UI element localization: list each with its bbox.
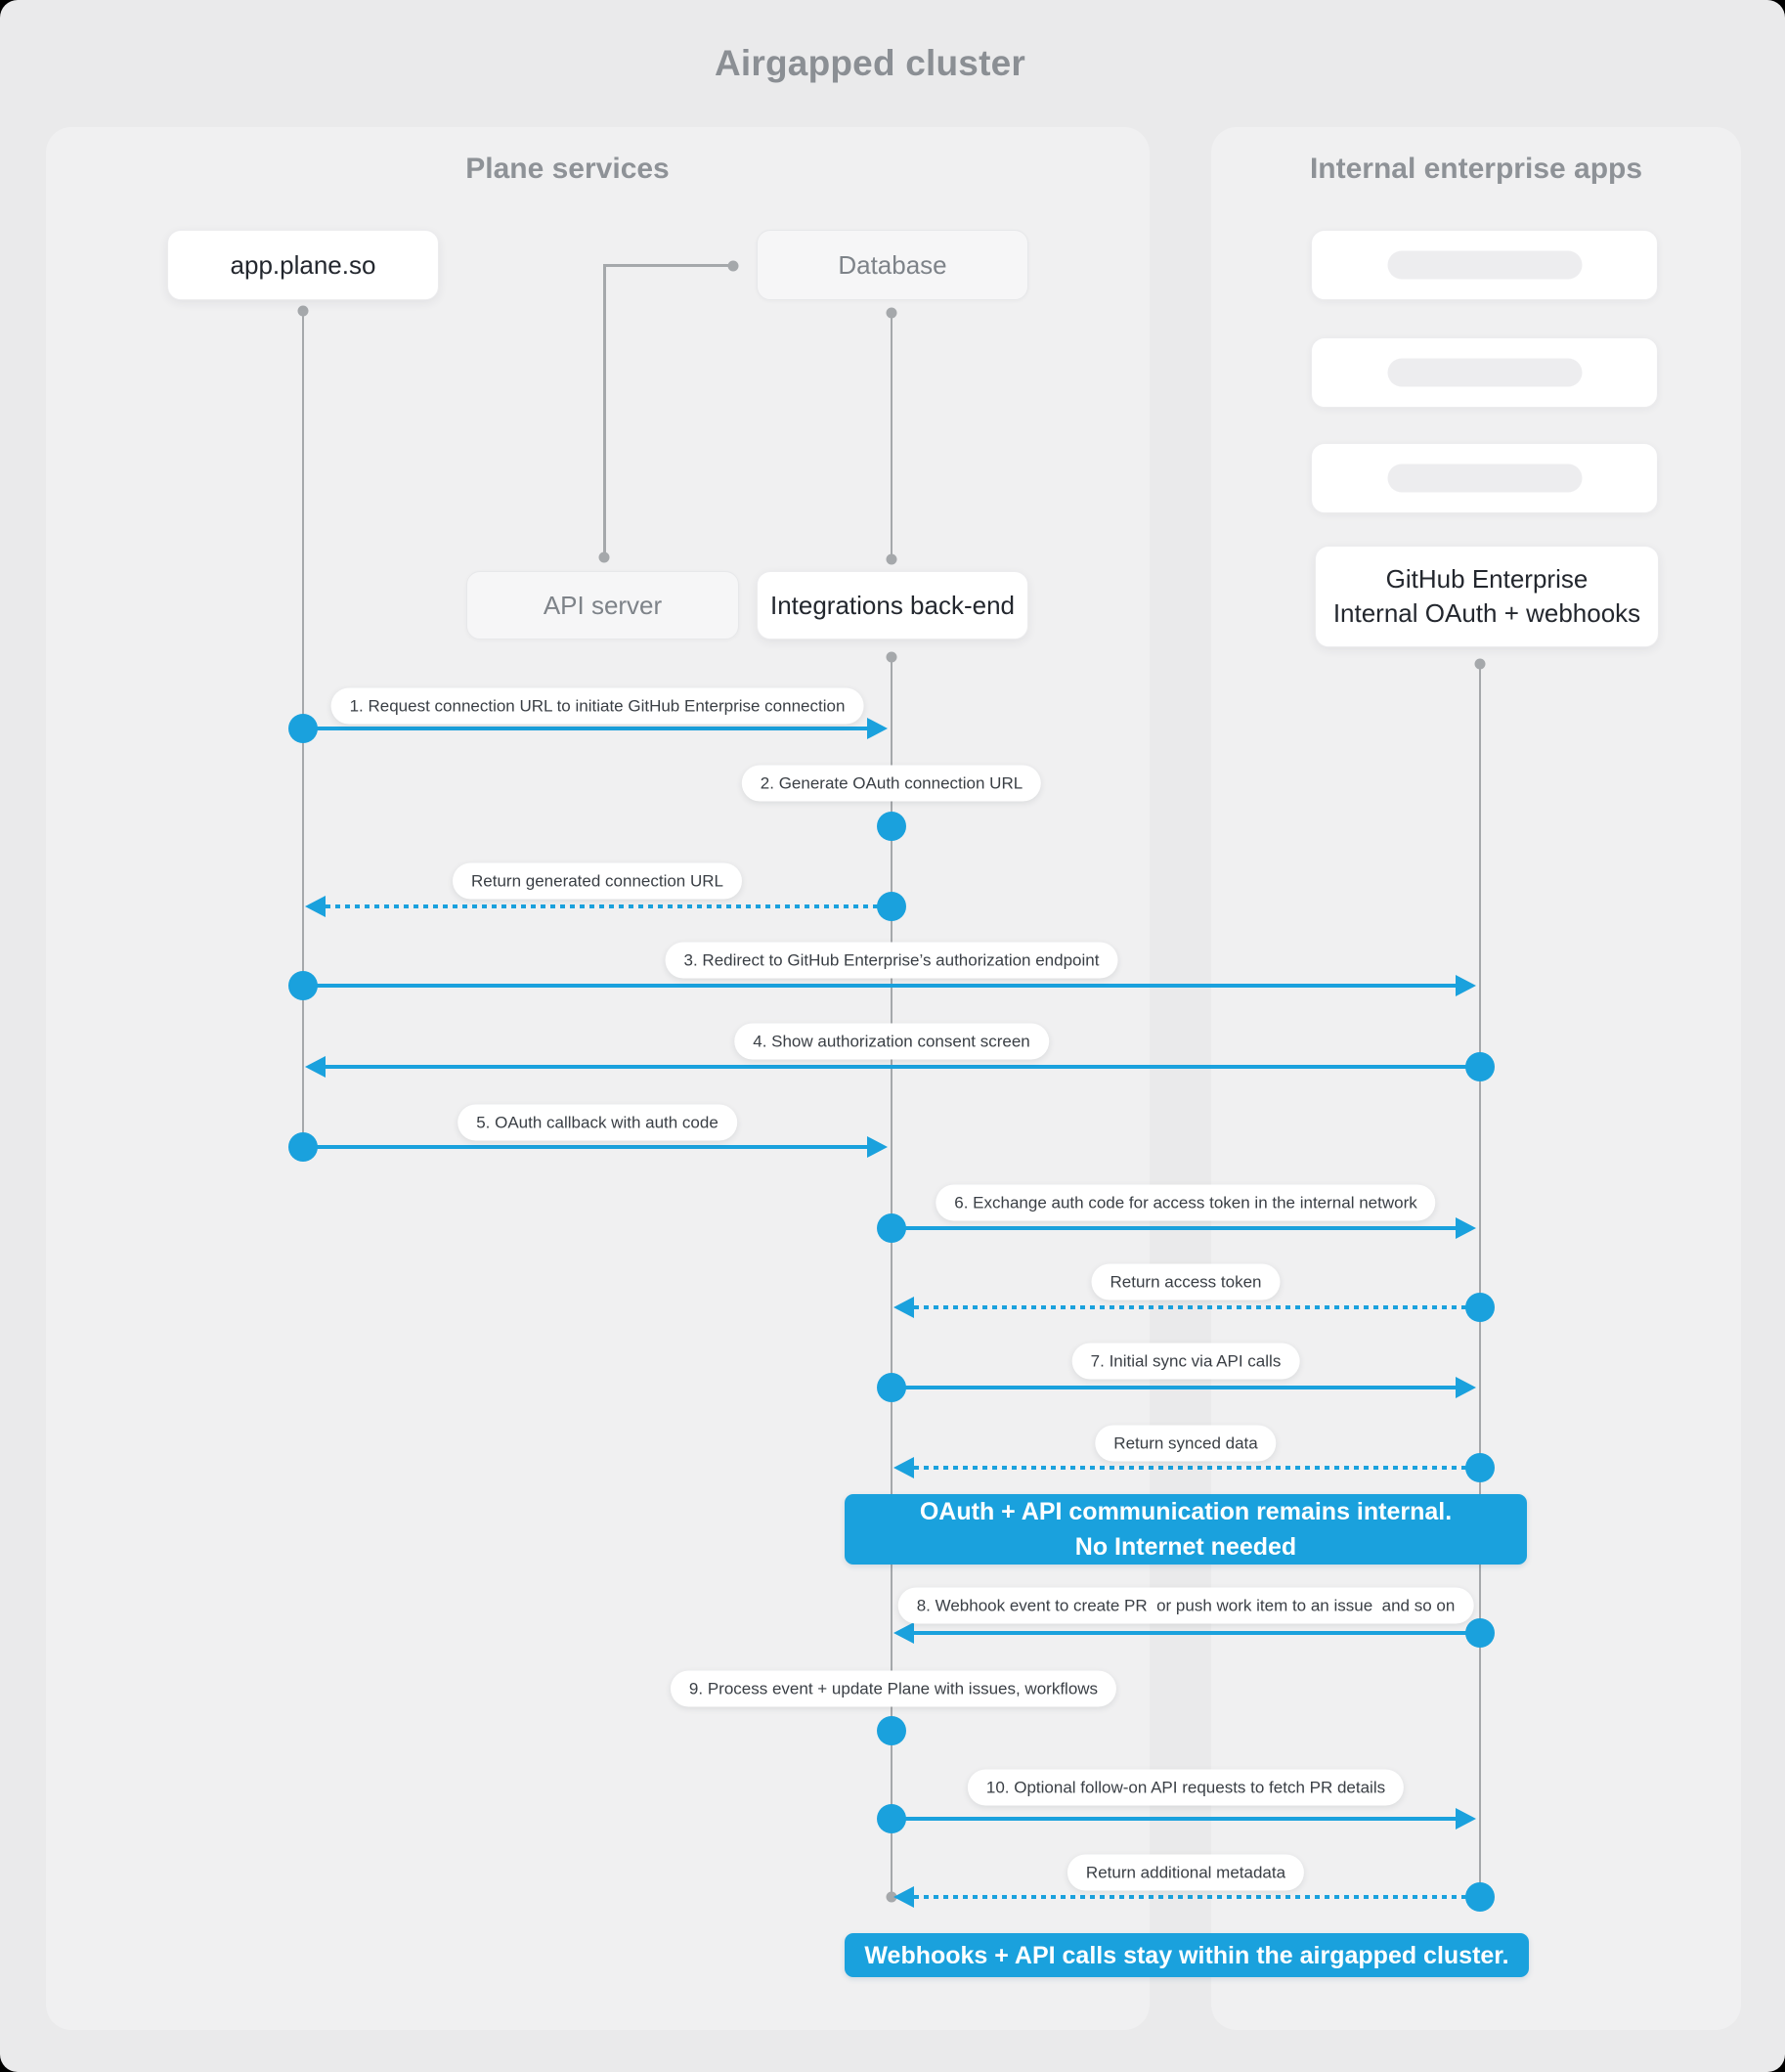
message-label: Return access token xyxy=(1091,1263,1281,1301)
screenshot-corner-artifact xyxy=(0,2054,18,2072)
message-origin-dot xyxy=(1465,1618,1495,1648)
note-banner-internal-communication: OAuth + API communication remains intern… xyxy=(845,1494,1527,1565)
arrowhead-left-icon xyxy=(893,1457,914,1478)
connector-api-server-database-vertical xyxy=(603,264,606,555)
note-banner-line: No Internet needed xyxy=(1074,1533,1297,1561)
skeleton-bar xyxy=(1387,250,1582,280)
message-arrow-line xyxy=(892,1226,1457,1230)
message-label: 9. Process event + update Plane with iss… xyxy=(670,1670,1117,1707)
lifeline-integrations-backend xyxy=(891,657,892,1897)
arrowhead-right-icon xyxy=(867,718,888,739)
note-banner-line: Webhooks + API calls stay within the air… xyxy=(864,1941,1509,1969)
message-arrow-line xyxy=(914,1631,1466,1635)
panel-plane-services: Plane services xyxy=(46,127,1150,2030)
diagram-title: Airgapped cluster xyxy=(715,43,1025,83)
message-arrow-line xyxy=(303,984,1457,988)
screenshot-corner-artifact xyxy=(1767,0,1785,18)
node-github-enterprise-label-line2: Internal OAuth + webhooks xyxy=(1332,598,1641,628)
node-app-plane-so: app.plane.so xyxy=(167,230,439,300)
arrowhead-left-icon xyxy=(893,1297,914,1318)
arrowhead-right-icon xyxy=(867,1136,888,1158)
node-integrations-backend-label: Integrations back-end xyxy=(769,590,1016,620)
message-origin-dot xyxy=(1465,1453,1495,1482)
arrowhead-right-icon xyxy=(1456,1217,1476,1239)
message-arrow-line xyxy=(326,1065,1480,1069)
message-label: Return additional metadata xyxy=(1067,1854,1305,1891)
node-api-server: API server xyxy=(466,571,739,639)
message-arrow-line xyxy=(892,1386,1457,1389)
message-label: Return synced data xyxy=(1095,1425,1277,1462)
message-self-dot xyxy=(877,812,906,841)
message-label: Return generated connection URL xyxy=(453,862,742,900)
note-banner-airgapped-cluster: Webhooks + API calls stay within the air… xyxy=(845,1933,1529,1977)
lifeline-dot-integrations-end xyxy=(886,1891,897,1903)
message-origin-dot xyxy=(1465,1293,1495,1322)
message-arrow-line-dashed xyxy=(914,1305,1466,1309)
node-database-label: Database xyxy=(838,249,947,280)
arrowhead-right-icon xyxy=(1456,975,1476,996)
message-arrow-line xyxy=(303,1145,868,1149)
panel-plane-services-title: Plane services xyxy=(465,153,670,185)
node-api-server-label: API server xyxy=(543,590,663,620)
message-label: 1. Request connection URL to initiate Gi… xyxy=(330,687,864,725)
arrowhead-left-icon xyxy=(305,896,326,917)
skeleton-app-card xyxy=(1311,443,1658,513)
arrowhead-left-icon xyxy=(893,1886,914,1908)
arrowhead-right-icon xyxy=(1456,1377,1476,1398)
node-integrations-backend: Integrations back-end xyxy=(757,571,1028,639)
skeleton-app-card xyxy=(1311,337,1658,408)
arrowhead-right-icon xyxy=(1456,1808,1476,1830)
message-label: 8. Webhook event to create PR or push wo… xyxy=(897,1587,1474,1624)
lifeline-database-to-integrations xyxy=(891,313,892,559)
connector-endpoint-dot xyxy=(727,260,739,272)
connector-endpoint-dot xyxy=(598,551,610,563)
message-label: 3. Redirect to GitHub Enterprise’s autho… xyxy=(665,942,1118,979)
lifeline-github-enterprise xyxy=(1479,664,1481,1897)
message-self-dot xyxy=(877,1716,906,1745)
arrowhead-left-icon xyxy=(305,1056,326,1078)
arrowhead-left-icon xyxy=(893,1622,914,1644)
node-github-enterprise-label-line1: GitHub Enterprise xyxy=(1385,564,1589,594)
message-origin-dot xyxy=(877,892,906,921)
message-label: 5. OAuth callback with auth code xyxy=(457,1104,737,1141)
message-label: 6. Exchange auth code for access token i… xyxy=(936,1184,1436,1221)
message-label: 4. Show authorization consent screen xyxy=(734,1023,1049,1060)
connector-api-server-database-horizontal xyxy=(603,264,733,267)
message-label: 7. Initial sync via API calls xyxy=(1071,1343,1300,1380)
screenshot-corner-artifact xyxy=(0,0,18,18)
message-arrow-line-dashed xyxy=(326,904,878,908)
node-database: Database xyxy=(757,230,1028,300)
skeleton-bar xyxy=(1387,463,1582,493)
message-arrow-line-dashed xyxy=(914,1895,1466,1899)
message-origin-dot xyxy=(1465,1882,1495,1912)
panel-internal-enterprise-apps-title: Internal enterprise apps xyxy=(1309,153,1643,185)
node-app-plane-so-label: app.plane.so xyxy=(230,249,376,280)
skeleton-app-card xyxy=(1311,230,1658,300)
skeleton-bar xyxy=(1387,358,1582,387)
node-github-enterprise: GitHub Enterprise Internal OAuth + webho… xyxy=(1315,546,1659,647)
lifeline-dot-database-bottom xyxy=(886,553,897,565)
screenshot-corner-artifact xyxy=(1767,2054,1785,2072)
message-label: 10. Optional follow-on API requests to f… xyxy=(967,1769,1405,1806)
note-banner-line: OAuth + API communication remains intern… xyxy=(919,1498,1453,1525)
message-arrow-line xyxy=(303,727,868,730)
message-label: 2. Generate OAuth connection URL xyxy=(741,765,1042,802)
message-arrow-line-dashed xyxy=(914,1466,1466,1470)
message-arrow-line xyxy=(892,1817,1457,1821)
